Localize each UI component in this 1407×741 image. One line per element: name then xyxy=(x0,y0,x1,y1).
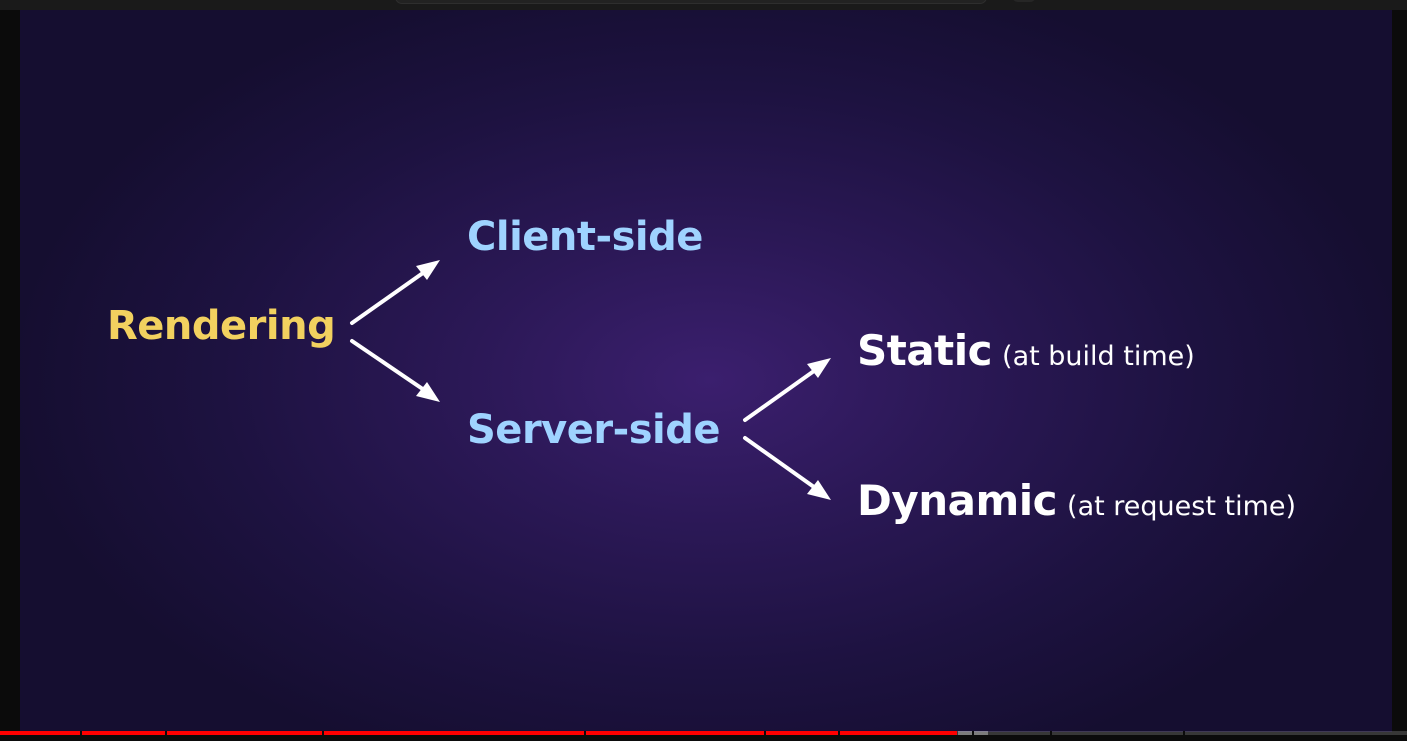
arrow-to-client-side xyxy=(350,266,432,325)
arrowhead-server-side xyxy=(416,382,440,402)
chapter-marker xyxy=(972,731,974,735)
top-bar xyxy=(0,0,1407,10)
static-item: Static(at build time) xyxy=(857,330,1195,372)
chapter-marker xyxy=(838,731,840,735)
progress-bar[interactable] xyxy=(0,731,1407,735)
rendering-label: Rendering xyxy=(107,303,336,349)
diagram-arrows xyxy=(350,260,831,500)
dynamic-item: Dynamic(at request time) xyxy=(857,480,1296,522)
video-frame[interactable]: Rendering Client-side Server-side Static… xyxy=(20,10,1392,732)
dynamic-label: Dynamic xyxy=(857,476,1058,525)
server-side-label: Server-side xyxy=(467,407,720,453)
static-label: Static xyxy=(857,326,993,375)
chapter-marker xyxy=(322,731,324,735)
dynamic-note: (at request time) xyxy=(1067,491,1297,522)
progress-played xyxy=(0,731,957,735)
voice-search-button[interactable] xyxy=(1012,0,1036,2)
chapter-marker xyxy=(1183,731,1185,735)
arrowhead-dynamic xyxy=(807,480,831,500)
frame-edge xyxy=(1392,10,1407,732)
static-note: (at build time) xyxy=(1002,341,1195,372)
arrowhead-static xyxy=(807,358,831,378)
chapter-marker xyxy=(584,731,586,735)
chapter-marker xyxy=(1050,731,1052,735)
client-side-label: Client-side xyxy=(467,214,703,260)
chapter-marker xyxy=(165,731,167,735)
arrow-to-static xyxy=(743,364,823,422)
arrow-to-server-side xyxy=(350,339,432,396)
chapter-marker xyxy=(80,731,82,735)
search-bar[interactable] xyxy=(395,0,987,4)
arrow-to-dynamic xyxy=(743,436,823,494)
controls-bar xyxy=(0,735,1407,741)
chapter-marker xyxy=(764,731,766,735)
arrowhead-client-side xyxy=(416,260,440,280)
